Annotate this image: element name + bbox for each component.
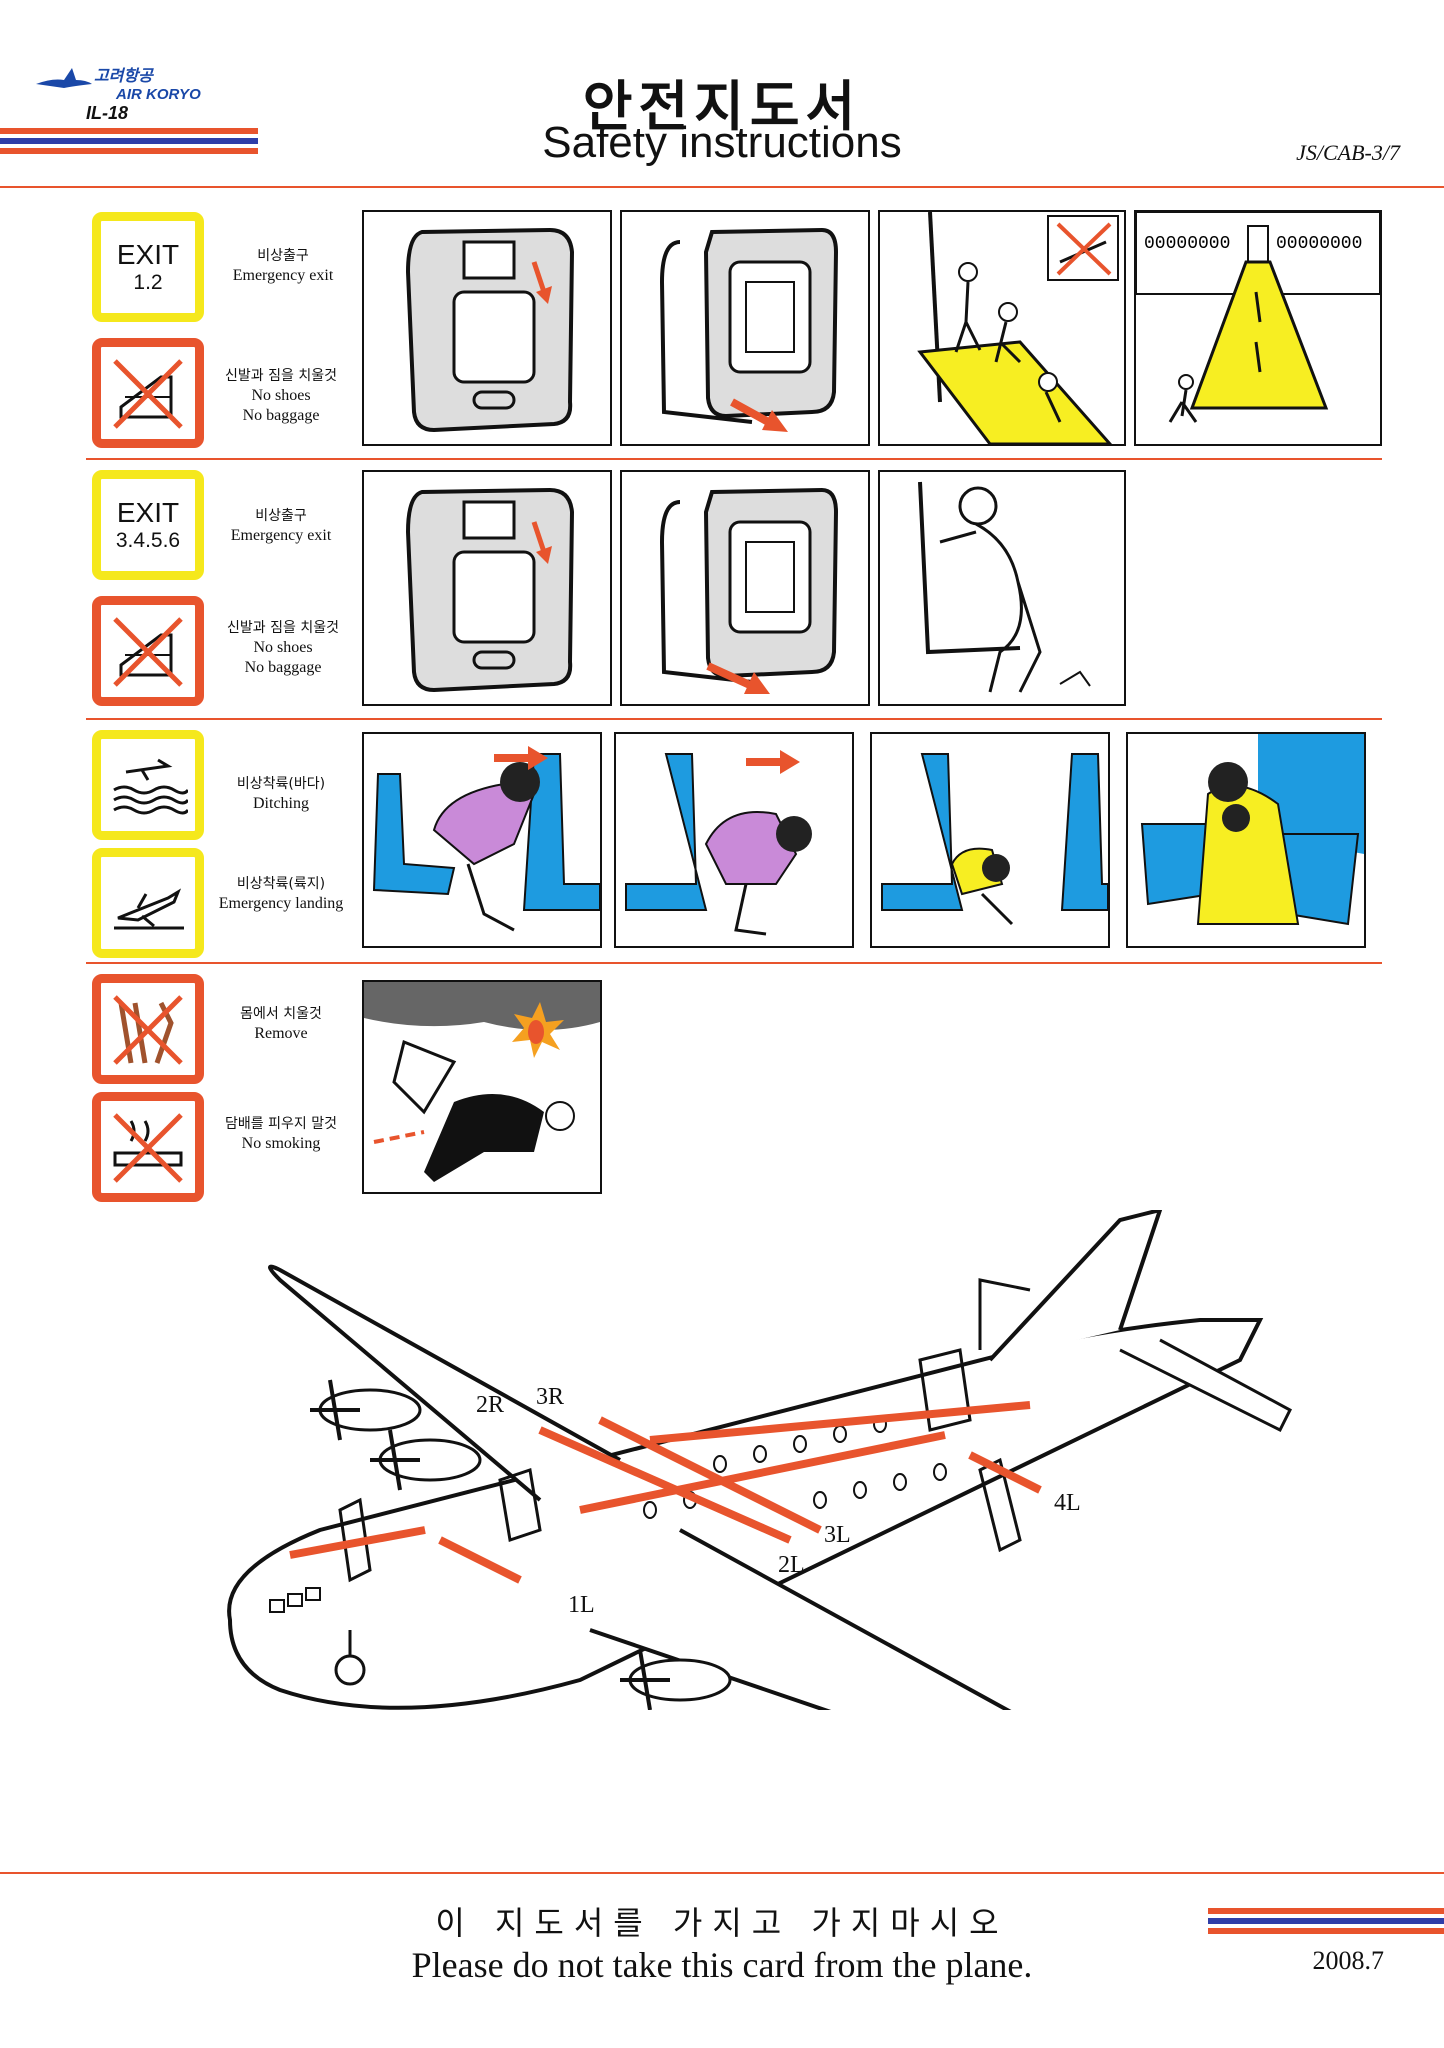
header-divider xyxy=(0,186,1444,188)
no-shoes-icon xyxy=(92,338,204,448)
emergency-landing-icon xyxy=(92,848,204,958)
exit-sign-numbers: 1.2 xyxy=(133,271,163,294)
airline-logo-bird-icon xyxy=(36,68,92,88)
exit-panel-2-climb xyxy=(878,470,1126,706)
brace-panel-3 xyxy=(870,732,1110,948)
aircraft-exit-diagram xyxy=(227,1210,1292,1710)
no-shoes-icon xyxy=(92,596,204,706)
brace-panel-1 xyxy=(362,732,602,948)
card-date: 2008.7 xyxy=(1312,1946,1385,1975)
no-shoes-label-row1: 신발과 짐을 치울것 No shoes No baggage xyxy=(225,368,337,424)
exit-panel-2-remove xyxy=(620,470,870,706)
airline-name-ko: 고려항공 xyxy=(94,66,153,85)
exit-sign-label: EXIT xyxy=(116,497,180,528)
page-title-en: Safety instructions xyxy=(542,118,902,167)
exit-label-3L: 3L xyxy=(824,1522,851,1548)
window-strip-left: 00000000 xyxy=(1144,234,1230,254)
exit-label-2R: 2R xyxy=(476,1392,505,1418)
window-strip-right: 00000000 xyxy=(1276,234,1362,254)
exit-label-3R: 3R xyxy=(536,1384,565,1410)
footer-stripes xyxy=(1208,1908,1444,1938)
exit-sign-label: EXIT xyxy=(116,239,180,270)
remove-sharp-objects-icon xyxy=(92,974,204,1084)
brace-panel-4 xyxy=(1126,732,1366,948)
row2-divider xyxy=(86,718,1382,720)
brace-panel-2 xyxy=(614,732,854,948)
page-title-ko: 안전지도서 xyxy=(582,75,862,138)
no-smoking-label: 담배를 피우지 말것 No smoking xyxy=(225,1116,337,1152)
exit-label-2L: 2L xyxy=(778,1552,805,1578)
exit-panel-1-remove xyxy=(620,210,870,446)
ditching-icon xyxy=(92,730,204,840)
airline-name-en: AIR KORYO xyxy=(116,86,201,103)
airline-logo: 고려항공 AIR KORYO IL-18 xyxy=(34,62,201,124)
exit-label-4L: 4L xyxy=(1054,1490,1081,1516)
ditching-label: 비상착륙(바다) Ditching xyxy=(236,776,326,812)
exit-sign-3-4-5-6: EXIT 3.4.5.6 xyxy=(92,470,204,580)
footer-notice-en: Please do not take this card from the pl… xyxy=(411,1945,1033,1985)
exit-sign-numbers: 3.4.5.6 xyxy=(115,529,181,552)
exit-sign-1-2: EXIT 1.2 xyxy=(92,212,204,322)
evacuation-smoke-panel xyxy=(362,980,602,1194)
card-code: JS/CAB-3/7 xyxy=(1296,140,1400,165)
exit-label-row2: 비상출구 Emergency exit xyxy=(230,508,332,544)
exit-panel-2-handle xyxy=(362,470,612,706)
no-smoking-icon xyxy=(92,1092,204,1202)
remove-label: 몸에서 치울것 Remove xyxy=(240,1006,322,1042)
footer-notice-ko: 이 지도서를 가지고 가지마시오 xyxy=(435,1904,1009,1942)
exit-panel-1-slide xyxy=(878,210,1126,446)
no-shoes-label-row2: 신발과 짐을 치울것 No shoes No baggage xyxy=(227,620,339,676)
row1-divider xyxy=(86,458,1382,460)
exit-label-row1: 비상출구 Emergency exit xyxy=(232,248,334,284)
header-stripes xyxy=(0,128,258,158)
footer-divider xyxy=(0,1872,1444,1874)
row3-divider xyxy=(86,962,1382,964)
exit-panel-1-handle xyxy=(362,210,612,446)
aircraft-model: IL-18 xyxy=(86,103,129,123)
exit-panel-1-slide-overview: 00000000 00000000 xyxy=(1134,210,1382,446)
emergency-landing-label: 비상착륙(륙지) Emergency landing xyxy=(218,876,344,912)
exit-label-1L: 1L xyxy=(568,1592,595,1618)
